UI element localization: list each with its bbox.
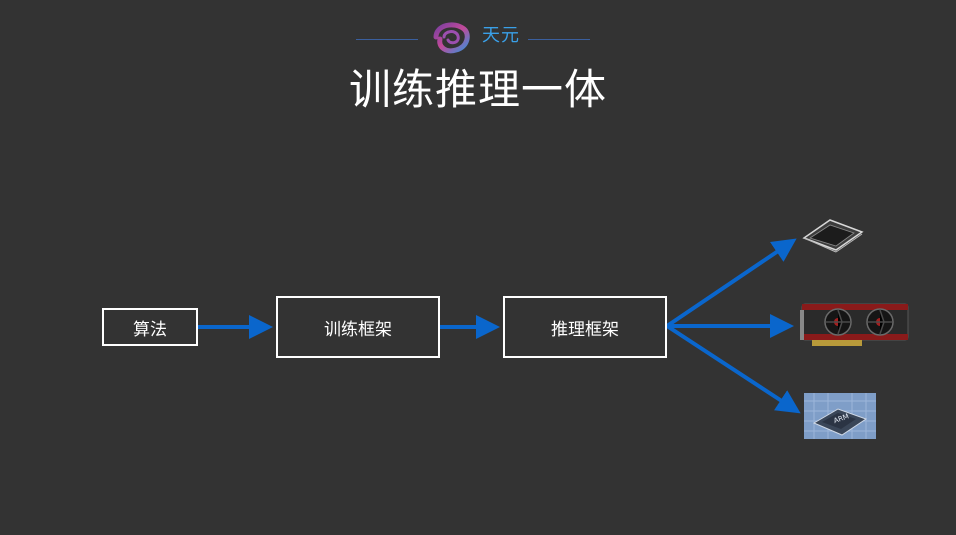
inference-framework-node: 推理框架 (503, 296, 667, 358)
logo-divider-right (528, 39, 590, 40)
arrow-inference-to-chip (665, 238, 797, 328)
logo-divider-left (356, 39, 418, 40)
page-title: 训练推理一体 (348, 65, 607, 114)
arm-processor-icon: ARM (804, 393, 876, 439)
chip-icon (802, 219, 864, 253)
logo: 天元 (356, 18, 590, 58)
logo-text: 天元 (482, 25, 520, 46)
logo-swirl-icon (433, 22, 470, 54)
arrow-inference-to-arm (665, 324, 801, 414)
algorithm-node: 算法 (102, 308, 198, 346)
gpu-card-icon (800, 303, 909, 346)
training-framework-node: 训练框架 (276, 296, 440, 358)
